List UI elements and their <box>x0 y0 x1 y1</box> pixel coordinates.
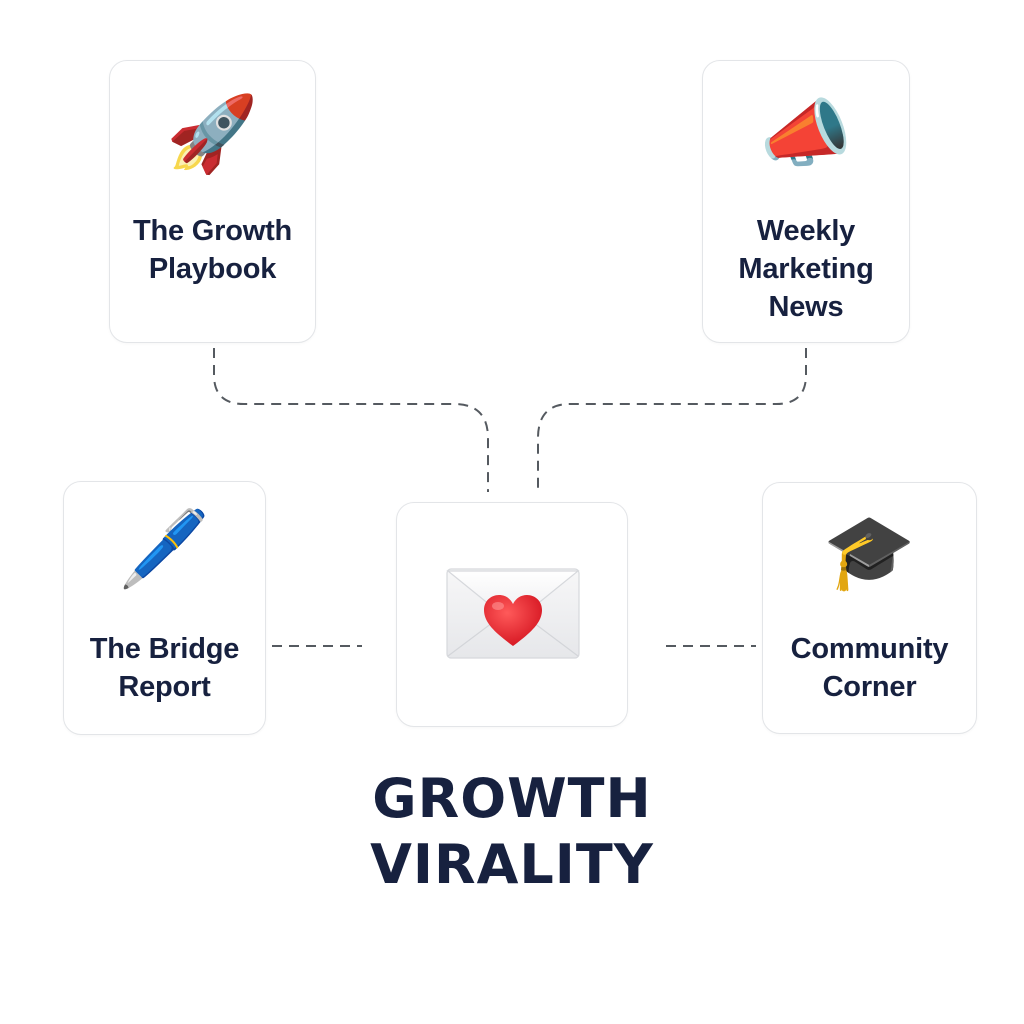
node-label: Community Corner <box>790 633 949 703</box>
node-bridge-report: 🖊️ The Bridge Report <box>63 481 266 735</box>
node-community-corner: 🎓 Community Corner <box>762 482 977 734</box>
node-growth-playbook: 🚀 The Growth Playbook <box>109 60 316 343</box>
rocket-icon: 🚀 <box>166 92 259 175</box>
title-line-1: GROWTH <box>372 767 652 830</box>
node-weekly-marketing-news: 📣 Weekly Marketing News <box>702 60 910 343</box>
node-label: The Growth Playbook <box>132 215 293 285</box>
connector-weekly-news-to-center <box>537 348 807 492</box>
node-center-newsletter <box>396 502 628 727</box>
graduation-cap-icon: 🎓 <box>823 510 916 593</box>
love-letter-icon <box>446 568 580 659</box>
node-label: Weekly Marketing News <box>738 215 874 323</box>
megaphone-icon: 📣 <box>759 92 853 175</box>
pencil-icon: 🖊️ <box>118 507 211 590</box>
diagram-title: GROWTH VIRALITY <box>0 766 1024 898</box>
node-label: The Bridge Report <box>89 633 240 703</box>
title-line-2: VIRALITY <box>370 833 654 896</box>
connector-growth-playbook-to-center <box>213 348 489 492</box>
